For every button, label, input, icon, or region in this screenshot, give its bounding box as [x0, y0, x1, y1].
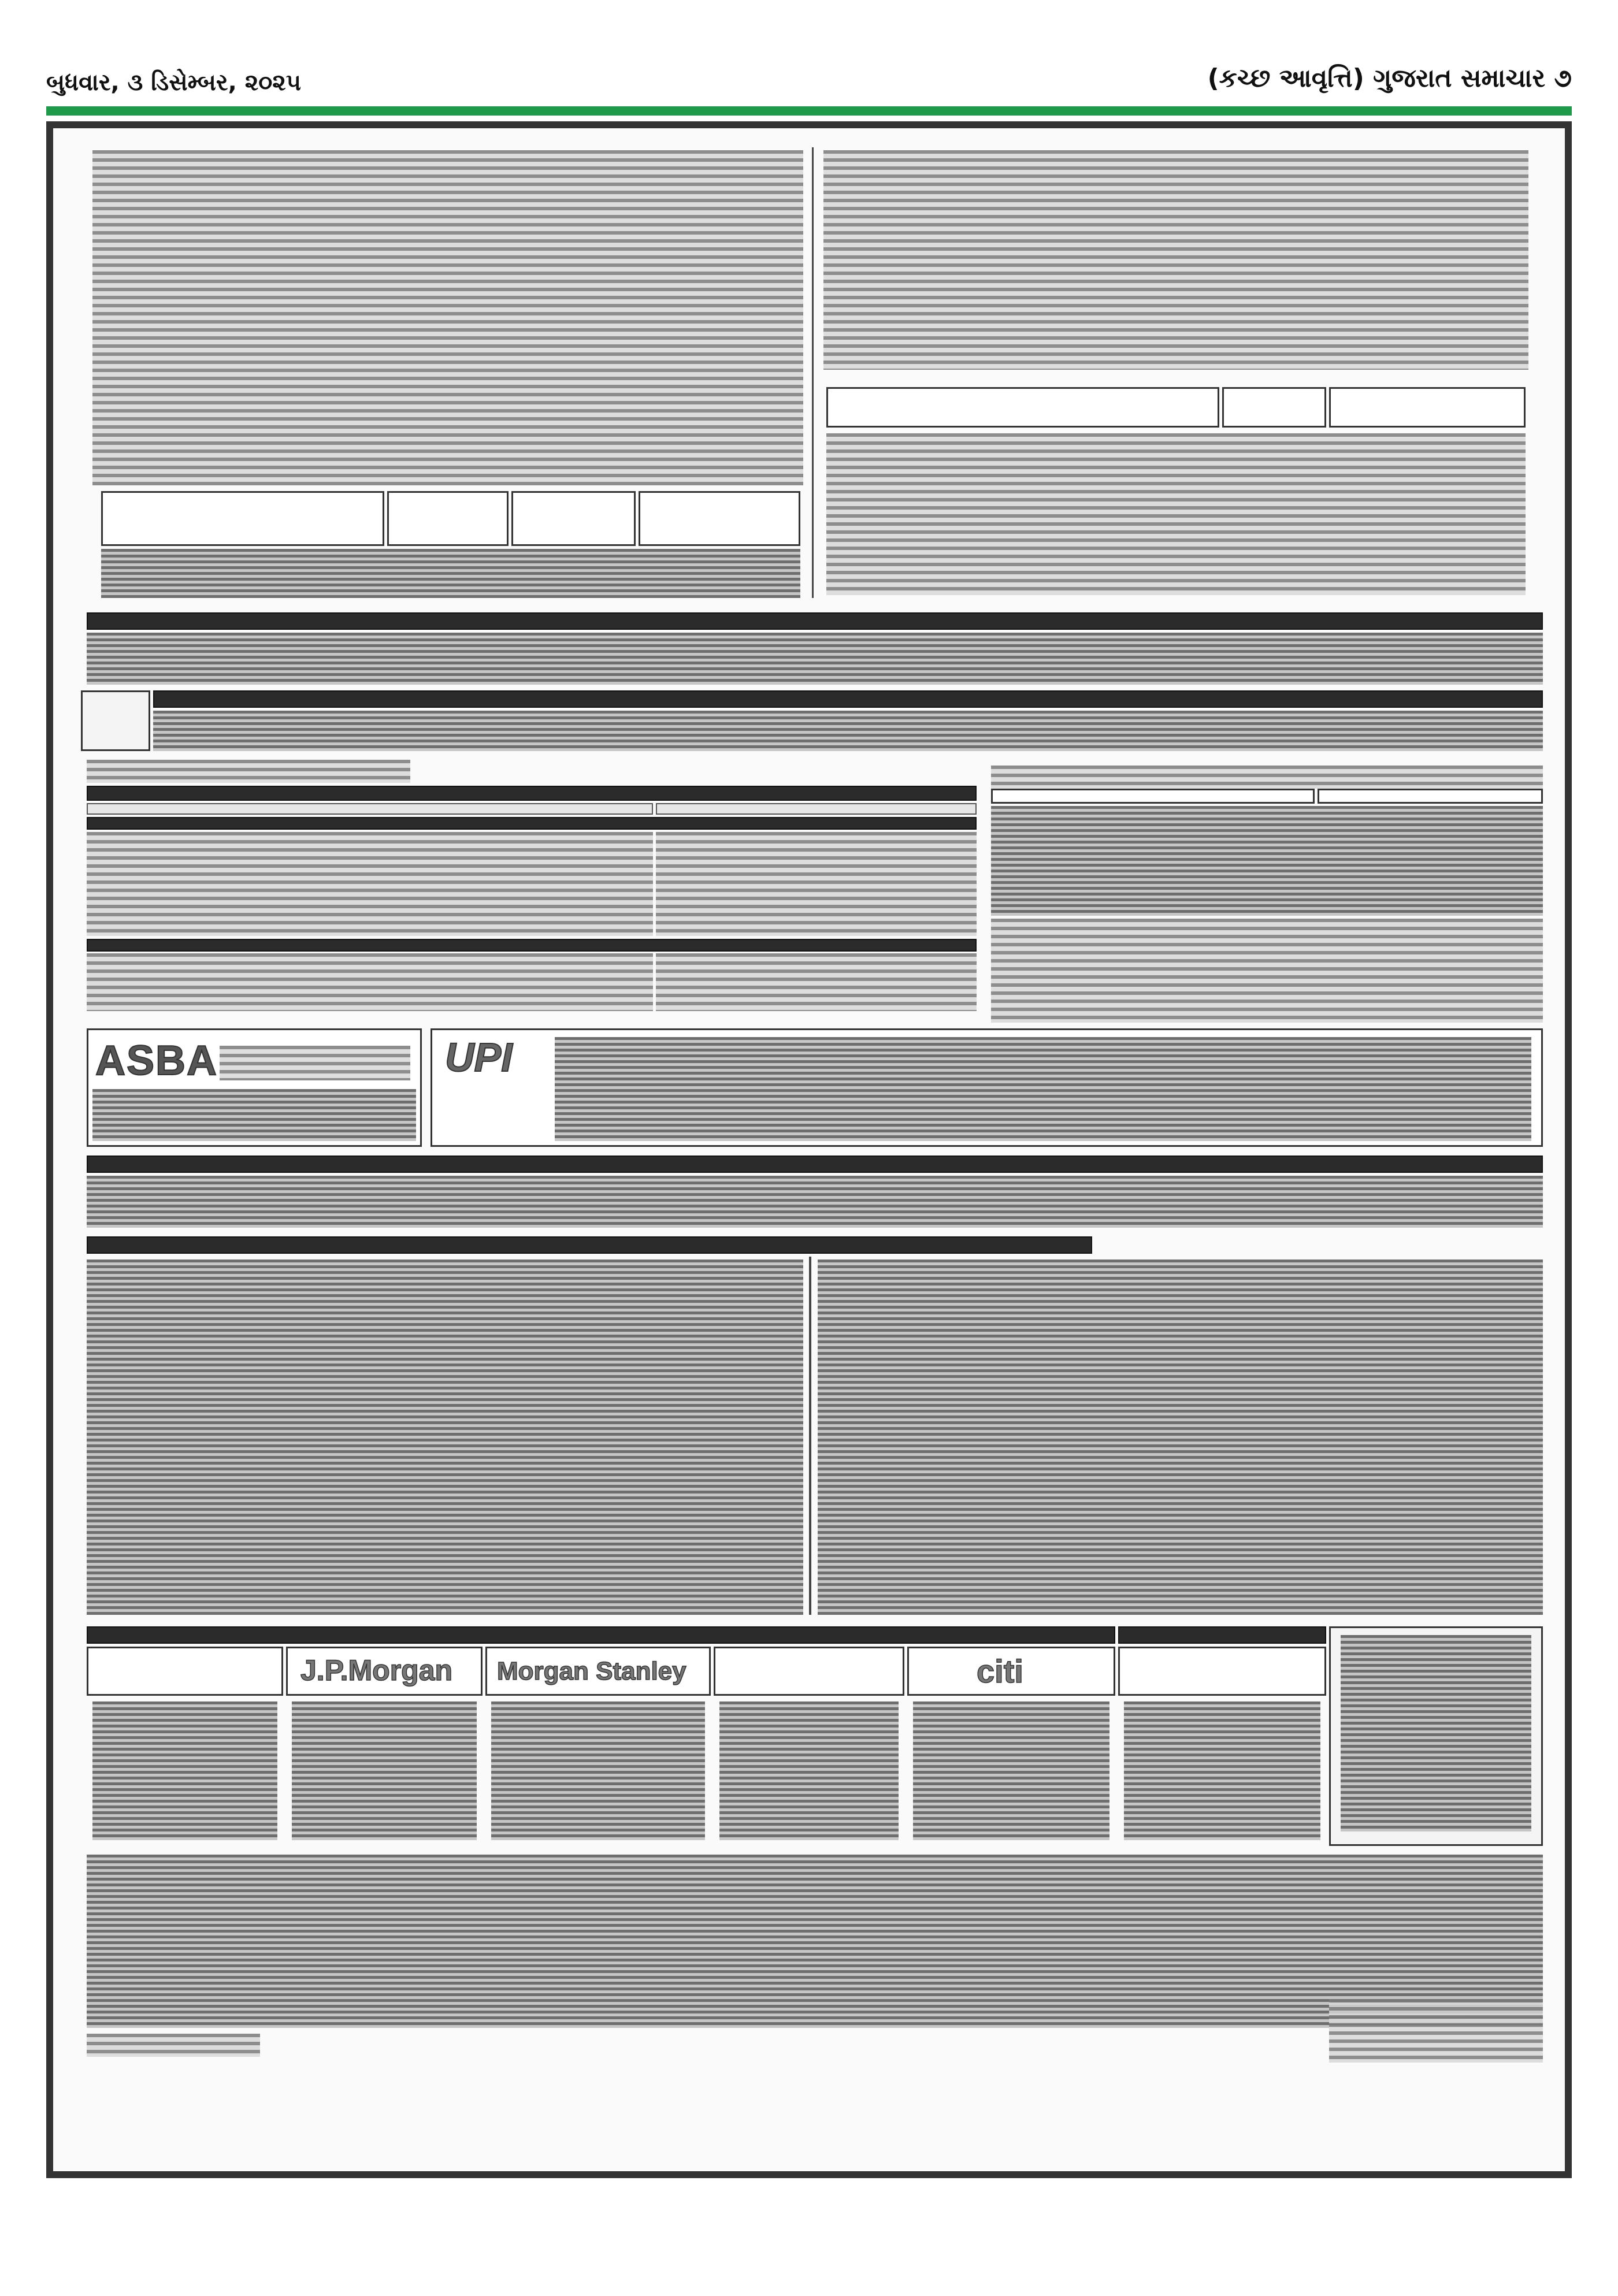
schedule-right-col-2 — [656, 953, 977, 1011]
price-text — [153, 711, 1543, 751]
schedule-bar — [87, 786, 977, 801]
banker-logo-cell — [907, 1647, 1115, 1696]
schedule-left-col — [87, 832, 653, 936]
banker-address — [719, 1701, 899, 1840]
schedule-bar — [87, 939, 977, 952]
edition-title: (કચ્છ આવૃત્તિ) ગુજરાત સમાચાર ૭ — [1207, 64, 1572, 93]
asba-text — [92, 1089, 416, 1141]
section-bar-registrar — [1118, 1626, 1326, 1644]
table-header-col3 — [511, 491, 636, 546]
table-header-period — [101, 491, 384, 546]
table-header-col4 — [639, 491, 800, 546]
table-header-issues — [1329, 387, 1526, 428]
table-body-right — [826, 433, 1526, 595]
table-header-col2 — [387, 491, 509, 546]
banker-logo-jpmorgan: J.P.Morgan — [300, 1654, 453, 1687]
timetable-header — [1318, 789, 1543, 804]
notice-text — [87, 633, 1543, 685]
schedule-right-col — [656, 832, 977, 936]
registrar-logo-cell — [1118, 1647, 1326, 1696]
asba-logo: ASBA — [95, 1037, 218, 1084]
schedule-row — [87, 803, 653, 815]
place-date — [87, 2034, 260, 2057]
banker-logo-morgan-stanley: Morgan Stanley — [496, 1656, 686, 1686]
timetable-notes — [991, 919, 1543, 1023]
banker-logo-cell — [286, 1647, 483, 1696]
section-bar-notice — [87, 612, 1543, 630]
timetable-heading — [991, 766, 1543, 789]
publication-date: બુધવાર, ૩ ડિસેમ્બર, ૨૦૨૫ — [46, 69, 302, 96]
upi-text — [555, 1037, 1531, 1141]
body-left-column — [87, 1260, 803, 1615]
banker-logo-cell — [87, 1647, 283, 1696]
banker-logo-citi: citi — [976, 1652, 1023, 1690]
banker-address — [913, 1701, 1109, 1840]
section-3-text — [87, 1176, 1543, 1228]
schedule-row — [656, 803, 977, 815]
masthead-rule — [46, 106, 1572, 116]
timetable-header — [991, 789, 1315, 804]
text-block-right-top — [823, 150, 1528, 370]
text-block-left-top — [92, 150, 803, 485]
side-label-box — [81, 690, 150, 751]
section-bar-4 — [87, 1236, 1092, 1254]
banker-logo-cell — [485, 1647, 711, 1696]
column-divider — [812, 147, 814, 598]
signatory — [1329, 1999, 1543, 2063]
section-bar-brlms — [87, 1626, 1115, 1644]
column-divider — [809, 1257, 811, 1615]
registrar-address — [1124, 1701, 1320, 1840]
section-bar-3 — [87, 1156, 1543, 1173]
section-bar-price — [153, 690, 1543, 708]
banker-address — [92, 1701, 277, 1840]
table-header-total — [1222, 387, 1326, 428]
banker-address — [491, 1701, 705, 1840]
body-right-column — [818, 1260, 1543, 1615]
schedule-left-col-2 — [87, 953, 653, 1011]
banker-address — [292, 1701, 477, 1840]
schedule-bar — [87, 817, 977, 830]
banker-logo-cell — [714, 1647, 904, 1696]
asba-tagline — [220, 1046, 410, 1080]
disclaimer-text — [87, 1855, 1543, 2028]
schedule-heading — [87, 760, 410, 783]
upi-logo: UPI — [444, 1034, 513, 1080]
timetable-body — [991, 806, 1543, 916]
table-header-book-running — [826, 387, 1219, 428]
table-body-left — [101, 549, 800, 598]
company-details — [1341, 1635, 1531, 1831]
